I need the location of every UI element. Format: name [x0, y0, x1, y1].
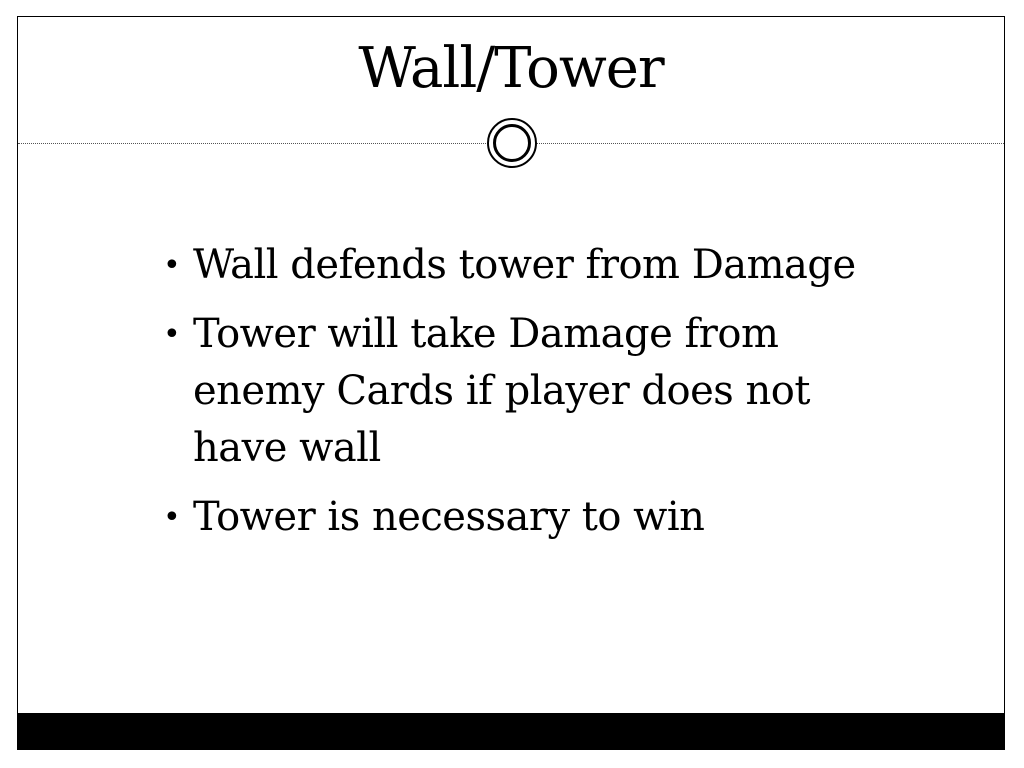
bullet-icon: •: [163, 248, 181, 283]
footer-bar: [18, 713, 1004, 749]
slide-title: Wall/Tower: [358, 36, 664, 101]
bullet-icon: •: [163, 317, 181, 352]
circle-ornament-icon: [487, 118, 537, 168]
bullet-item: • Tower will take Damage from enemy Card…: [163, 306, 903, 477]
bullet-item: • Tower is necessary to win: [163, 489, 903, 546]
bullet-item: • Wall defends tower from Damage: [163, 237, 903, 294]
bullet-text: Wall defends tower from Damage: [193, 242, 856, 288]
circle-ornament-inner: [493, 124, 531, 162]
bullet-text: Tower is necessary to win: [193, 494, 705, 540]
bullet-icon: •: [163, 500, 181, 535]
slide: Wall/Tower • Wall defends tower from Dam…: [17, 16, 1005, 750]
bullet-text: Tower will take Damage from enemy Cards …: [193, 311, 810, 471]
bullet-list: • Wall defends tower from Damage • Tower…: [163, 237, 903, 558]
